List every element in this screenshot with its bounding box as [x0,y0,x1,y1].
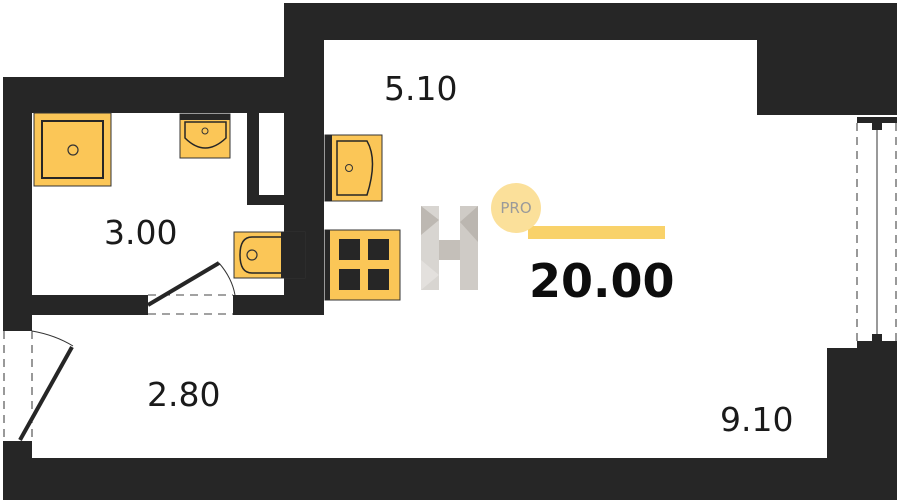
accent-bar [528,226,665,239]
bathroom-door [141,261,240,315]
stove [324,229,401,301]
total-area: 20.00 [529,254,675,308]
entrance-door [3,325,74,447]
shower-tray [33,112,112,187]
walls [3,3,897,500]
room-area-bathroom: 3.00 [104,213,178,252]
room-area-kitchen: 5.10 [384,69,458,108]
kitchen-sink [324,134,383,202]
window [856,117,897,348]
pro-badge-bg [491,183,541,233]
toilet [233,231,306,279]
logo-h-icon [421,206,478,290]
room-area-room: 9.10 [720,400,794,439]
bathroom-sink [179,113,231,159]
pro-badge: PRO [500,199,532,217]
room-area-hallway: 2.80 [147,375,221,414]
